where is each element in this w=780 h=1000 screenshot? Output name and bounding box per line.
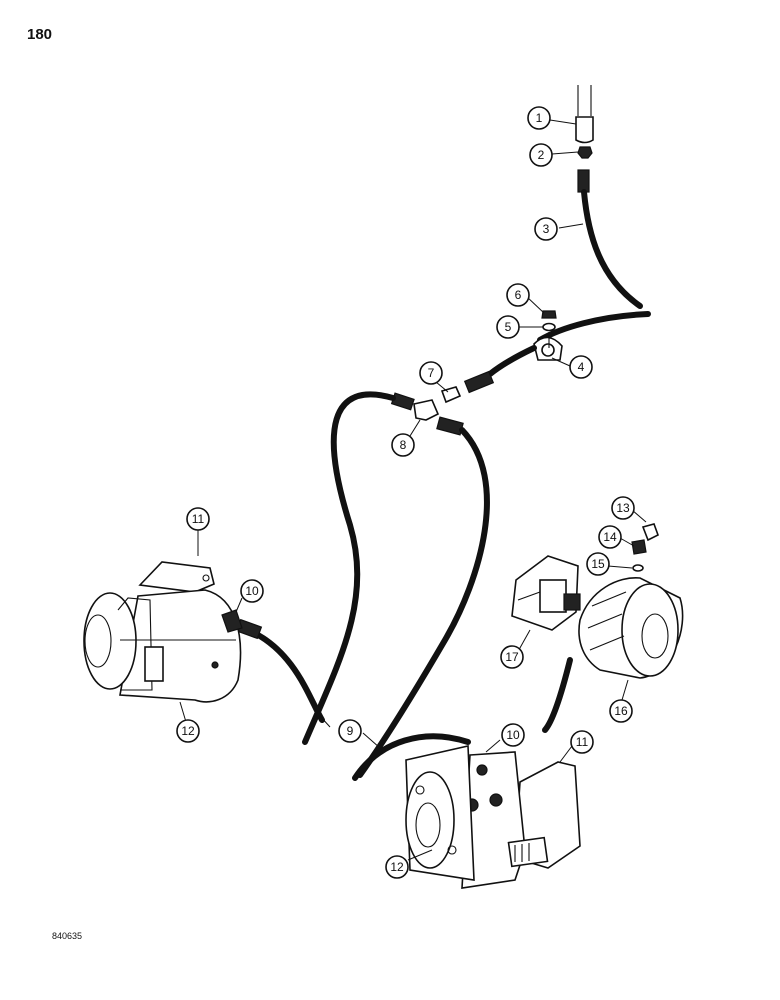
callout-12-left: 12: [176, 719, 200, 743]
callout-5: 5: [496, 315, 520, 339]
callout-label-1: 1: [536, 111, 543, 125]
callout-11-right: 11: [570, 730, 594, 754]
callout-label-12-right: 12: [390, 860, 404, 874]
leader-lines: [179, 119, 647, 861]
callout-label-17: 17: [505, 650, 519, 664]
callout-label-2: 2: [538, 148, 545, 162]
pump-part-17: [511, 555, 581, 631]
fitting-part-14: [631, 539, 647, 555]
callout-label-8: 8: [400, 438, 407, 452]
nut-part-6: [541, 310, 557, 319]
callout-17: 17: [500, 645, 524, 669]
page-number: 180: [27, 26, 53, 43]
fitting-part-10-left: [221, 609, 243, 633]
callout-12-right: 12: [385, 855, 409, 879]
figure-code: 840635: [52, 931, 83, 941]
callout-label-6: 6: [515, 288, 522, 302]
callout-label-3: 3: [543, 222, 550, 236]
hose-part-9-right: [352, 416, 490, 781]
callout-10-right: 10: [501, 723, 525, 747]
hose-upper-branch: [463, 345, 537, 394]
callout-label-12-left: 12: [181, 724, 195, 738]
callout-label-7: 7: [428, 366, 435, 380]
callout-label-11-left: 11: [192, 512, 205, 526]
callout-label-10-right: 10: [506, 728, 520, 742]
coupling-part-1: [575, 116, 594, 144]
tee-fitting-part-8: [413, 399, 440, 421]
callout-label-15: 15: [591, 557, 605, 571]
callout-label-5: 5: [505, 320, 512, 334]
callout-label-14: 14: [603, 530, 617, 544]
callout-6: 6: [506, 283, 530, 307]
callout-13: 13: [611, 496, 635, 520]
callout-label-10-left: 10: [245, 584, 259, 598]
callout-label-16: 16: [614, 704, 628, 718]
callout-15: 15: [586, 552, 610, 576]
callout-14: 14: [598, 525, 622, 549]
callout-10-left: 10: [240, 579, 264, 603]
o-ring-part-15: [632, 564, 644, 572]
washer-part-5: [542, 322, 556, 332]
callout-7: 7: [419, 361, 443, 385]
callout-label-4: 4: [578, 360, 585, 374]
callout-label-13: 13: [616, 501, 630, 515]
tube-top: [577, 85, 592, 116]
callout-11-left: 11: [186, 507, 210, 531]
callout-8: 8: [391, 433, 415, 457]
hose-part-3: [537, 169, 651, 343]
adapter-part-2: [577, 146, 593, 159]
callout-1: 1: [527, 106, 551, 130]
elbow-part-13: [641, 523, 659, 542]
callout-label-9: 9: [347, 724, 354, 738]
callout-2: 2: [529, 143, 553, 167]
clamp-part-4: [533, 332, 563, 361]
pump-part-16: [578, 577, 684, 679]
flow-arc: [542, 657, 573, 733]
callout-4: 4: [569, 355, 593, 379]
right-pump-assembly: [405, 745, 581, 889]
callout-16: 16: [609, 699, 633, 723]
callout-3: 3: [534, 217, 558, 241]
left-pump-assembly: [83, 561, 242, 703]
callout-9: 9: [338, 719, 362, 743]
callout-label-11-right: 11: [576, 735, 589, 749]
hose-part-9-left: [235, 391, 415, 745]
